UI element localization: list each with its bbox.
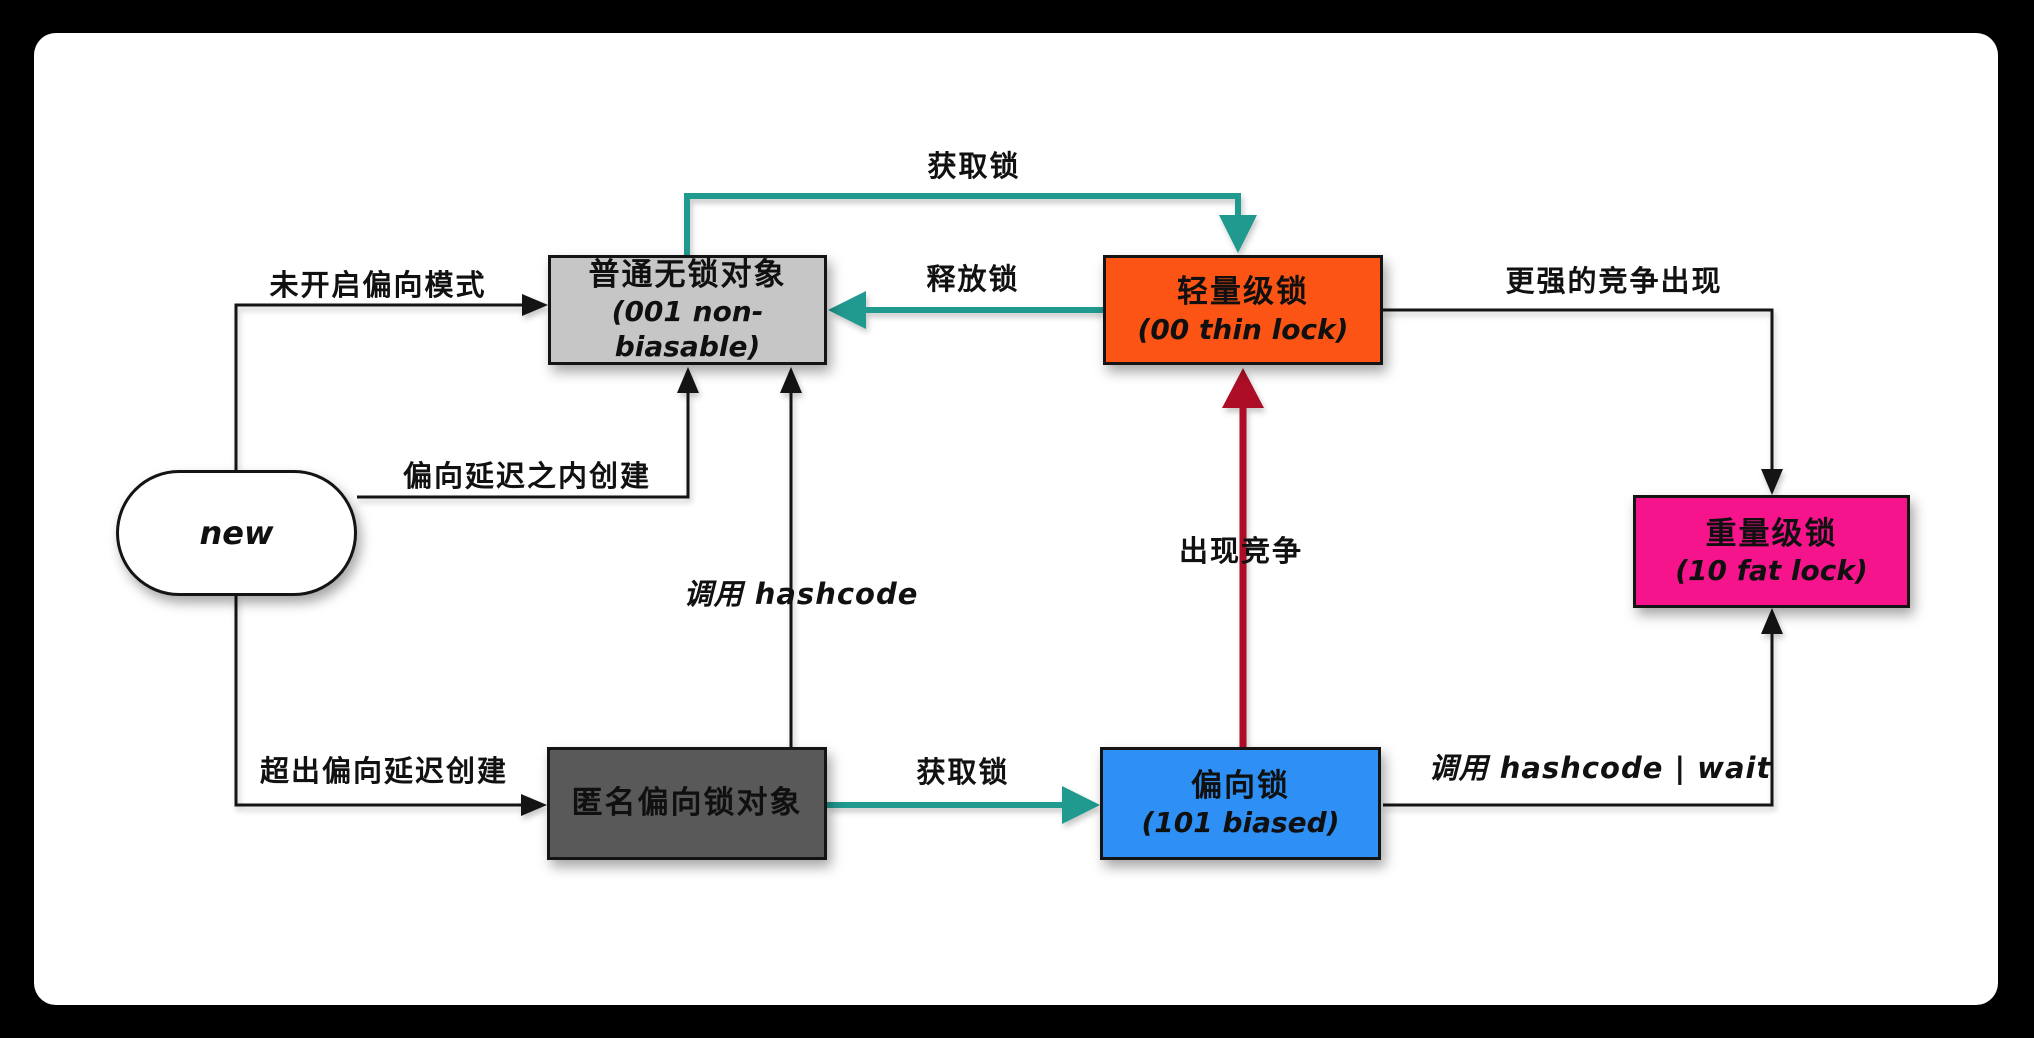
node-biased-lock-title: 偏向锁 [1191, 767, 1290, 804]
arrowhead-release [828, 291, 866, 329]
node-normal-no-lock: 普通无锁对象 (001 non-biasable) [548, 255, 827, 365]
node-new: new [116, 470, 357, 596]
node-normal-no-lock-title: 普通无锁对象 [588, 256, 787, 293]
node-anonymous-biased: 匿名偏向锁对象 [547, 747, 827, 860]
arrowhead-hashcode-or-wait [1761, 608, 1783, 634]
label-contention: 出现竞争 [1178, 534, 1304, 568]
label-acquire-top: 获取锁 [927, 149, 1021, 183]
node-biased-lock: 偏向锁 (101 biased) [1100, 747, 1381, 860]
label-call-hashcode: 调用 hashcode [683, 577, 919, 611]
arrowhead-call-hashcode [780, 367, 802, 393]
arrowhead-stronger-contention [1761, 469, 1783, 495]
edge-stronger-contention [1383, 308, 1774, 474]
edge-hashcode-or-wait [1383, 630, 1774, 807]
arrowhead-within-bias-delay [677, 367, 699, 393]
label-hashcode-or-wait: 调用 hashcode | wait [1428, 751, 1772, 785]
label-release: 释放锁 [926, 262, 1020, 296]
node-thin-lock-subtitle: (00 thin lock) [1137, 312, 1349, 346]
node-new-label: new [199, 514, 274, 552]
edge-no-bias-mode [234, 303, 526, 470]
node-fat-lock: 重量级锁 (10 fat lock) [1633, 495, 1910, 608]
label-acquire-bottom: 获取锁 [916, 755, 1010, 789]
arrowhead-contention [1222, 368, 1264, 408]
node-biased-lock-subtitle: (101 biased) [1141, 806, 1340, 840]
node-thin-lock: 轻量级锁 (00 thin lock) [1103, 255, 1383, 365]
node-normal-no-lock-subtitle: (001 non-biasable) [611, 295, 764, 364]
node-fat-lock-subtitle: (10 fat lock) [1675, 554, 1868, 588]
arrowhead-acquire-bottom [1062, 786, 1100, 824]
label-within-bias-delay: 偏向延迟之内创建 [402, 459, 652, 493]
arrowhead-acquire-top [1219, 215, 1257, 253]
edge-acquire-top [684, 193, 1241, 255]
arrowhead-beyond-bias-delay [521, 794, 547, 816]
arrowhead-no-bias-mode [522, 294, 548, 316]
node-fat-lock-title: 重量级锁 [1705, 515, 1838, 552]
label-no-bias-mode: 未开启偏向模式 [269, 268, 487, 302]
label-stronger-contention: 更强的竞争出现 [1505, 264, 1723, 298]
node-thin-lock-title: 轻量级锁 [1177, 274, 1309, 311]
label-beyond-bias-delay: 超出偏向延迟创建 [259, 754, 509, 788]
edge-beyond-bias-delay [234, 596, 524, 807]
node-anonymous-biased-title: 匿名偏向锁对象 [571, 785, 803, 822]
edge-within-bias-delay [357, 390, 690, 499]
